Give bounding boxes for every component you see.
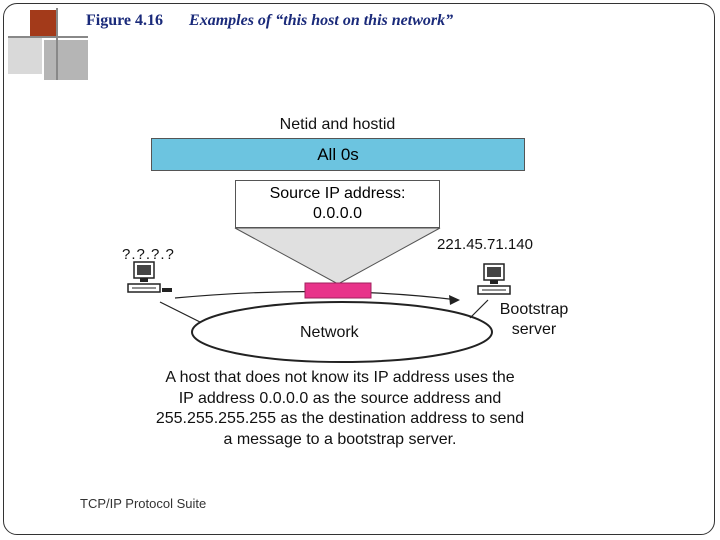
footer-text: TCP/IP Protocol Suite (80, 496, 207, 511)
bootstrap-server-label: Bootstrap server (494, 300, 574, 340)
description: A host that does not know its IP address… (130, 368, 550, 450)
slide-frame (3, 3, 715, 535)
bootstrap-line-1: Bootstrap (499, 301, 569, 318)
unknown-host-ip: ?.?.?.? (122, 246, 175, 263)
computer-icon (477, 263, 511, 295)
arrow-head (449, 295, 460, 305)
description-line: A host that does not know its IP address… (165, 369, 515, 386)
network-label: Network (300, 324, 359, 341)
figure-title: Figure 4.16 Examples of “this host on th… (86, 12, 453, 30)
packet (304, 282, 372, 299)
bar-label: All 0s (317, 144, 359, 164)
description-line: 255.255.255.255 as the destination addre… (155, 410, 525, 427)
source-address-label: Source IP address: (269, 185, 406, 202)
bootstrap-line-2: server (511, 321, 557, 338)
figure-caption: Examples of “this host on this network” (189, 12, 454, 29)
network-ellipse (191, 301, 493, 363)
corner-decoration (8, 8, 88, 80)
figure-number: Figure 4.16 (86, 12, 164, 29)
right-host-link (469, 299, 489, 319)
computer-icon (127, 261, 172, 293)
left-host-link (159, 301, 201, 323)
description-line: a message to a bootstrap server. (223, 430, 457, 448)
bootstrap-server-ip: 221.45.71.140 (437, 236, 533, 253)
all-zeros-bar: All 0s (151, 138, 525, 171)
source-funnel (234, 227, 441, 285)
source-address-value: 0.0.0.0 (313, 205, 362, 222)
netid-hostid-label: Netid and hostid (279, 116, 396, 133)
description-line: IP address 0.0.0.0 as the source address… (178, 389, 502, 407)
source-address-box: Source IP address: 0.0.0.0 (235, 180, 440, 228)
